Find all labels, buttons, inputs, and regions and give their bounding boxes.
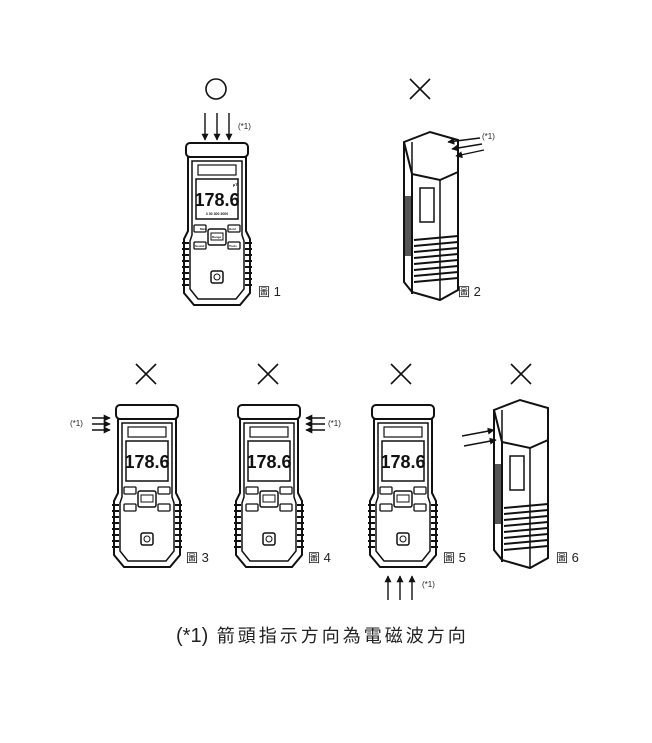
arrow-note: (*1) bbox=[238, 122, 251, 131]
lcd-scale: 3 30 300 3000 bbox=[206, 212, 228, 216]
lcd-reading: 178.6 bbox=[380, 452, 425, 472]
lcd-reading: 178.6 bbox=[194, 190, 239, 210]
arrow-note: (*1) bbox=[482, 132, 495, 141]
figure-label-1: 圖 1 bbox=[258, 284, 281, 299]
button-hold: Hold bbox=[229, 227, 236, 231]
figure-label-2: 圖 2 bbox=[458, 284, 481, 299]
button-tools: Tools bbox=[229, 244, 237, 248]
caption-text: 箭頭指示方向為電磁波方向 bbox=[216, 626, 469, 647]
button-range: Range bbox=[212, 235, 222, 239]
figure-label-5: 圖 5 bbox=[443, 550, 466, 565]
correct-circle-icon bbox=[205, 78, 227, 100]
meter-side-fig6 bbox=[493, 399, 549, 569]
button-max: Max bbox=[200, 227, 206, 231]
caption: (*1) 箭頭指示方向為電磁波方向 bbox=[176, 622, 469, 648]
arrow-note: (*1) bbox=[422, 580, 435, 589]
meter-front-fig4 bbox=[233, 404, 305, 568]
lcd-readings: 178.6 178.6 178.6 178.6 µT 3 30 300 3000… bbox=[124, 182, 425, 472]
arrow-note: (*1) bbox=[70, 419, 83, 428]
meter-front-fig1 bbox=[181, 142, 253, 306]
lcd-reading: 178.6 bbox=[246, 452, 291, 472]
wrong-x-icon bbox=[135, 78, 532, 385]
button-sound: Sound bbox=[195, 244, 204, 248]
caption-mark: (*1) bbox=[176, 625, 209, 647]
meter-front-fig5 bbox=[367, 404, 439, 568]
em-wave-arrows bbox=[92, 113, 497, 600]
figure-label-4: 圖 4 bbox=[308, 550, 331, 565]
lcd-reading: 178.6 bbox=[124, 452, 169, 472]
figure-label-6: 圖 6 bbox=[556, 550, 579, 565]
lcd-unit: µT bbox=[233, 182, 238, 187]
meter-front-fig3 bbox=[111, 404, 183, 568]
arrow-note: (*1) bbox=[328, 419, 341, 428]
meter-side-fig2 bbox=[403, 131, 459, 301]
figure-label-3: 圖 3 bbox=[186, 550, 209, 565]
